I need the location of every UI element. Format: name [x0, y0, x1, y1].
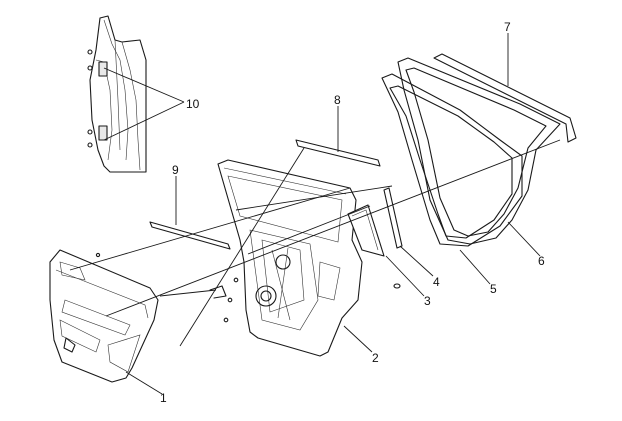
- door-trim-panel: [49, 249, 159, 383]
- door-weatherstrip: [381, 73, 523, 247]
- callouts: 1 2 3 4 5 6 7 8 9 10: [160, 20, 545, 405]
- callout-2: 2: [372, 351, 379, 365]
- callout-9: 9: [172, 163, 179, 177]
- door-frame-inset: [87, 15, 147, 173]
- callout-4: 4: [433, 275, 440, 289]
- leader-lines: [69, 33, 561, 395]
- callout-1: 1: [160, 391, 167, 405]
- body-side-weatherstrip: [397, 57, 561, 245]
- callout-5: 5: [490, 282, 497, 296]
- door-module: [209, 159, 401, 357]
- belt-weatherstrip-inner: [295, 139, 381, 167]
- callout-6: 6: [538, 254, 545, 268]
- callout-10: 10: [186, 97, 200, 111]
- callout-3: 3: [424, 294, 431, 308]
- center-channel: [383, 187, 403, 249]
- outside-molding: [433, 53, 577, 143]
- quarter-glass: [347, 204, 385, 257]
- callout-8: 8: [334, 93, 341, 107]
- callout-7: 7: [504, 20, 511, 34]
- belt-weatherstrip-outer: [149, 221, 231, 250]
